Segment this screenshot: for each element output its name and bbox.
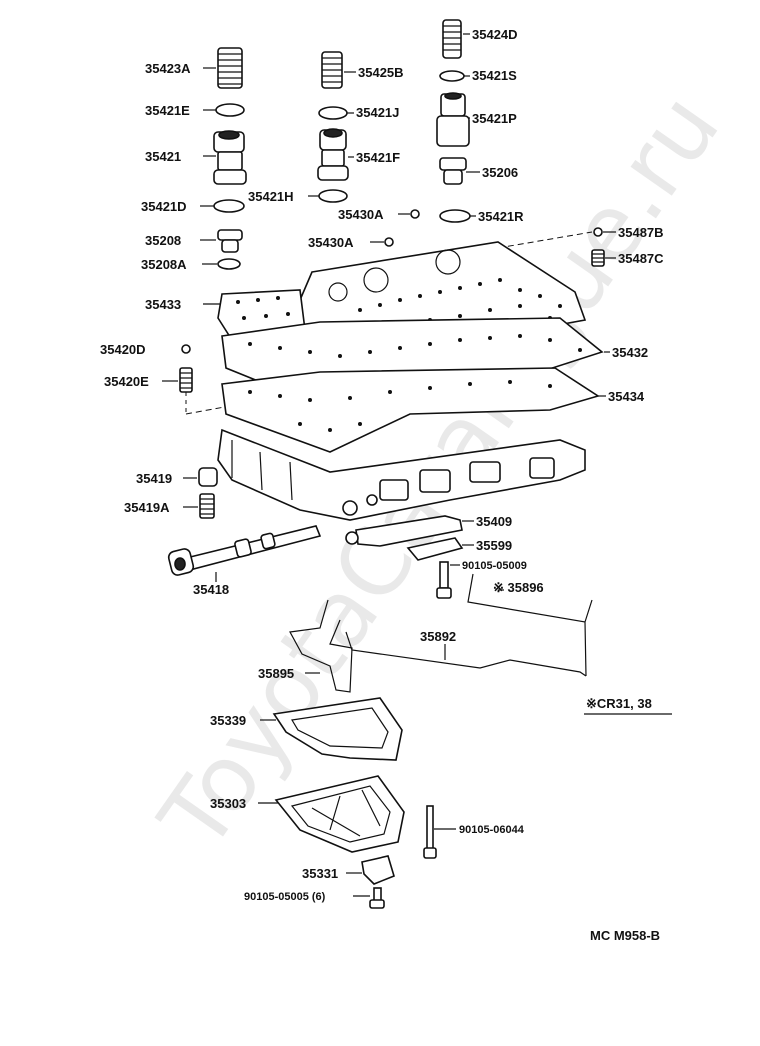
label-35421S: 35421S <box>472 68 517 83</box>
label-35421F: 35421F <box>356 150 400 165</box>
plate-35434 <box>221 367 600 453</box>
plug-35206 <box>439 157 467 185</box>
valve-body <box>217 428 586 521</box>
label-35420D: 35420D <box>100 342 146 357</box>
label-35409: 35409 <box>476 514 512 529</box>
ring-35421E <box>215 103 245 117</box>
sleeve-35421F <box>317 128 349 181</box>
ring-35421R <box>439 209 471 223</box>
label-35892: 35892 <box>420 629 456 644</box>
label-35206: 35206 <box>482 165 518 180</box>
label-35421E: 35421E <box>145 103 190 118</box>
label-35421D: 35421D <box>141 199 187 214</box>
ring-35421S <box>439 70 465 82</box>
label-90105-05005: 90105-05005 (6) <box>244 891 326 903</box>
spring-35425B <box>321 51 343 89</box>
ring-35421H <box>318 189 348 203</box>
note-cr31-38: ※CR31, 38 <box>586 696 652 711</box>
label-35421P: 35421P <box>472 111 517 126</box>
plate-35599 <box>406 537 464 561</box>
ball-35430A-upper <box>410 209 420 219</box>
ring-35421J <box>318 106 348 120</box>
label-35421R: 35421R <box>478 209 524 224</box>
spring-35424D <box>442 19 462 59</box>
sleeve-35421P <box>436 92 470 147</box>
label-35430A-lower: 35430A <box>308 235 354 250</box>
label-90105-05009: 90105-05009 <box>462 560 527 572</box>
gasket-35339 <box>272 697 403 761</box>
spring-35423A <box>217 47 243 89</box>
label-35432: 35432 <box>612 345 648 360</box>
tube-35892 <box>345 631 587 677</box>
label-35419A: 35419A <box>124 500 170 515</box>
label-35487C: 35487C <box>618 251 664 266</box>
label-35420E: 35420E <box>104 374 149 389</box>
spring-35487C <box>591 249 605 267</box>
ball-35420D <box>181 344 191 354</box>
label-35433: 35433 <box>145 297 181 312</box>
bolt-90105-06044 <box>423 805 437 859</box>
label-35419: 35419 <box>136 471 172 486</box>
label-35421: 35421 <box>145 149 181 164</box>
ring-35208A <box>217 258 241 270</box>
bolt-90105-05005 <box>369 887 385 909</box>
label-35487B: 35487B <box>618 225 664 240</box>
bolt-90105-05009 <box>436 561 452 599</box>
label-35303: 35303 <box>210 796 246 811</box>
spring-35419A <box>199 493 215 519</box>
figure-code: MC M958-B <box>590 928 660 943</box>
manual-valve-35418 <box>167 525 322 576</box>
strainer-35303 <box>274 775 405 853</box>
ring-35421D <box>213 199 245 213</box>
label-35424D: 35424D <box>472 27 518 42</box>
ball-35430A-lower <box>384 237 394 247</box>
label-35208: 35208 <box>145 233 181 248</box>
label-35423A: 35423A <box>145 61 191 76</box>
label-35430A-upper: 35430A <box>338 207 384 222</box>
label-35208A: 35208A <box>141 257 187 272</box>
label-35418: 35418 <box>193 582 229 597</box>
label-35331: 35331 <box>302 866 338 881</box>
label-35421H: 35421H <box>248 189 294 204</box>
label-35421J: 35421J <box>356 105 399 120</box>
plug-35419 <box>198 467 218 487</box>
bracket-35331 <box>361 855 395 885</box>
ball-35487B <box>593 227 603 237</box>
label-35434: 35434 <box>608 389 645 404</box>
label-35895: 35895 <box>258 666 294 681</box>
sleeve-35421 <box>213 130 247 185</box>
plug-35208 <box>217 229 243 253</box>
tube-35895 <box>289 599 353 693</box>
label-35425B: 35425B <box>358 65 404 80</box>
lever-35409 <box>345 515 463 547</box>
label-90105-06044: 90105-06044 <box>459 824 525 836</box>
label-35896: ※ 35896 <box>493 580 544 595</box>
tube-35896 <box>467 573 593 677</box>
label-35339: 35339 <box>210 713 246 728</box>
label-35599: 35599 <box>476 538 512 553</box>
spring-35420E <box>179 367 193 393</box>
